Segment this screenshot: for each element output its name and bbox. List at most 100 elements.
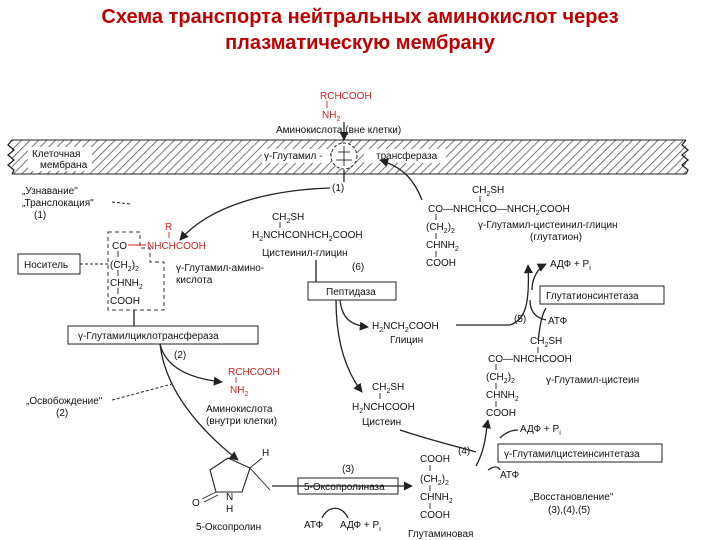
- gsh-chnh2: CHNH2: [426, 240, 459, 253]
- gglucys-backbone: CO—NHCHCOOH: [488, 354, 572, 365]
- inside-rchcooh: RCHCOOH: [228, 367, 280, 378]
- slide-title: Схема транспорта нейтральных аминокислот…: [0, 4, 720, 56]
- recognition-step-number: (1): [34, 210, 46, 221]
- oxoproline-o: O: [192, 498, 200, 509]
- arrow-to-inner-amino-acid: [159, 343, 223, 386]
- gsh-ch22: (CH2)2: [426, 222, 455, 235]
- glucys-synthetase-atp: АТФ: [500, 470, 520, 481]
- arrow-to-glutathione: [509, 264, 533, 326]
- peptidase-box: [307, 281, 397, 301]
- outside-amino-acid-caption: Аминокислота (вне клетки): [276, 125, 401, 136]
- restoration-steps: (3),(4),(5): [548, 505, 590, 516]
- amino-acid-inside: RCHCOOH NH2 Аминокислота (внутри клетки): [206, 367, 280, 427]
- cooh-group: COOH: [110, 296, 140, 307]
- cysgly-ch2sh: CH2SH: [272, 212, 304, 225]
- inside-caption-1: Аминокислота: [206, 404, 273, 415]
- glutathione-name-1: γ-Глутамил-цистеинил-глицин: [478, 220, 618, 231]
- glycine-formula: H2NCH2COOH: [372, 321, 439, 334]
- inside-caption-2: (внутри клетки): [206, 416, 277, 427]
- outside-nh2: NH2: [322, 110, 340, 123]
- glu-ch22: (CH2)2: [420, 474, 449, 487]
- co-group: CO: [112, 241, 127, 252]
- release-label: „Освобождение": [26, 395, 103, 407]
- glutathione-synthetase-label: Глутатионсинтетаза: [546, 291, 639, 302]
- arrow-to-gamma-glutamyl-cysteine: [475, 419, 491, 467]
- gglucys-cooh: COOH: [486, 408, 516, 419]
- glutathione: CH2SH CO—NHCHCO—NHCH2COOH (CH2)2 CHNH2 C…: [426, 185, 570, 269]
- gsh-synthetase-atp: АТФ: [548, 316, 568, 327]
- amino-acid-outside: RCHCOOH NH2 Аминокислота (вне клетки): [276, 91, 401, 136]
- cyclotransferase-box: [67, 325, 259, 345]
- peptidase-label: Пептидаза: [326, 287, 376, 298]
- glutamic-acid: COOH (CH2)2 CHNH2 COOH Глутаминовая: [408, 454, 473, 540]
- glutathione-name-2: (глутатион): [530, 232, 582, 243]
- glutamic-acid-name: Глутаминовая: [408, 529, 473, 540]
- gsh-cooh: COOH: [426, 258, 456, 269]
- glucys-adp-curve: [499, 429, 519, 439]
- cell-membrane: Клеточная мембрана γ-Глутамил - трансфер…: [6, 139, 690, 175]
- oxoproline-name: 5-Оксопролин: [196, 522, 261, 533]
- glucys-atp-curve: [487, 466, 501, 471]
- membrane-label-line-2: мембрана: [40, 159, 88, 171]
- glutathione-to-transferase-arrow: [379, 158, 423, 201]
- glucys-synthetase-adp: АДФ + Pi: [520, 424, 561, 437]
- release-step-number: (2): [56, 408, 68, 419]
- cysteine: CH2SH H2NCHCOOH Цистеин: [352, 382, 415, 428]
- outside-rchcooh: RCHCOOH: [320, 91, 372, 102]
- gamma-glutamyl-amino-acid: R CO NHCHCOOH (CH2)2 CHNH2 COOH: [110, 222, 206, 307]
- step2-number: (2): [174, 350, 186, 361]
- recognition-label: „Узнавание": [22, 186, 78, 197]
- chnh2-group: CHNH2: [110, 278, 143, 291]
- membrane-label-line-1: Клеточная: [32, 149, 80, 160]
- gglucys-ch22: (CH2)2: [486, 372, 515, 385]
- recognition-leader: [111, 201, 131, 205]
- oxoprolinase-adp: АДФ + Pi: [340, 520, 381, 533]
- cysteine-to-synthetase: [399, 429, 477, 453]
- title-line-1: Схема транспорта нейтральных аминокислот…: [101, 6, 619, 28]
- glycine-name: Глицин: [390, 335, 423, 346]
- step4-number: (4): [458, 446, 470, 457]
- oxoproline-n: N: [226, 492, 233, 503]
- gsh-backbone: CO—NHCHCO—NHCH2COOH: [428, 204, 570, 217]
- gsh-atp-curve: [529, 299, 547, 321]
- gamma-glutamyl-amino-acid-name-2: кислота: [176, 275, 213, 286]
- atp-adp-curve: [321, 507, 349, 519]
- cysteine-formula: H2NCHCOOH: [352, 402, 415, 415]
- gsh-ch2sh: CH2SH: [472, 185, 504, 198]
- translocation-label: „Транслокация": [22, 198, 94, 209]
- inside-nh2: NH2: [230, 385, 248, 398]
- cyclotransferase-label: γ-Глутамилциклотрансфераза: [78, 330, 219, 342]
- step5-number: (5): [514, 314, 526, 325]
- gglucys-chnh2: CHNH2: [486, 390, 519, 403]
- arrow-to-gamma-glutamyl-amino-acid: [179, 187, 331, 241]
- r-group: R: [165, 222, 172, 233]
- gsh-adp-arrow: [531, 263, 547, 291]
- release-leader: [111, 383, 173, 401]
- glutamylcysteine-synthetase-box: [497, 443, 663, 463]
- glu-cooh-bottom: COOH: [420, 510, 450, 521]
- arrow-to-cysteine: [335, 299, 363, 393]
- restoration-label: „Восстановление": [530, 492, 614, 503]
- oxoproline-h: H: [262, 448, 269, 459]
- glycine: H2NCH2COOH Глицин: [372, 321, 439, 346]
- transferase-label-right: трансфераза: [376, 150, 438, 162]
- title-line-2: плазматическую мембрану: [225, 32, 495, 54]
- step6-number: (6): [352, 262, 364, 273]
- step1-number: (1): [332, 183, 344, 194]
- carrier-complex-outline: [107, 231, 165, 311]
- arrow-to-oxoproline: [159, 343, 239, 461]
- oxoprolinase-label: 5-Оксопролиназа: [304, 482, 385, 493]
- gamma-glutamyl-cysteine: CH2SH CO—NHCHCOOH (CH2)2 CHNH2 COOH: [486, 336, 572, 419]
- cysgly-chain: H2NCHCONHCH2COOH: [252, 230, 363, 243]
- cysteine-name: Цистеин: [362, 417, 401, 428]
- gsh-synthetase-adp: АДФ + Pi: [550, 259, 591, 272]
- glutamylcysteine-synthetase-label: γ-Глутамилцистеинсинтетаза: [504, 449, 640, 460]
- gglucys-ch2sh: CH2SH: [530, 336, 562, 349]
- cysteinyl-glycine: CH2SH H2NCHCONHCH2COOH Цистеинил-глицин: [252, 212, 363, 259]
- glucys-to-gsh-synthetase: [537, 307, 547, 341]
- nh-red-group: NHCHCOOH: [147, 241, 206, 252]
- gamma-glutamyl-amino-acid-name-1: γ-Глутамил-амино-: [176, 263, 264, 274]
- gamma-glutamyl-cysteine-name: γ-Глутамил-цистеин: [546, 375, 639, 386]
- oxoproline-nh: H: [226, 504, 233, 515]
